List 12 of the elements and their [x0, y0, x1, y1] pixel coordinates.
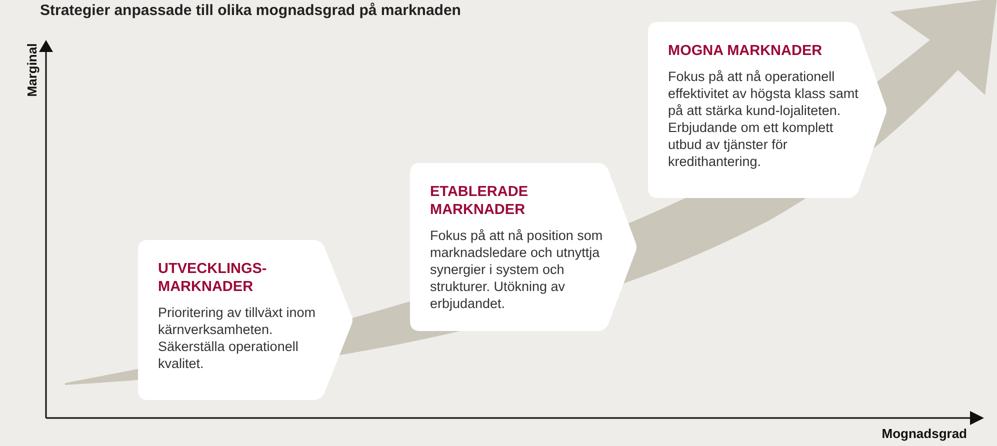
- axis-label: Mognadsgrad: [882, 426, 967, 441]
- pentagon-card: [138, 240, 354, 400]
- card-heading: UTVECKLINGS- MARKNADER: [158, 260, 268, 296]
- pentagon-card: [410, 163, 638, 331]
- axis-label: Marginal: [24, 43, 40, 97]
- card-text: Fokus på att nå position som marknadsledare och utnyttja synergier i system och strukturer. Utökning av erbjudandet.: [430, 227, 604, 312]
- card-heading: MOGNA MARKNADER: [668, 42, 824, 60]
- card-text: Prioritering av tillväxt inom kärnverksamheten. Säkerställa operationell kvalitet.: [158, 304, 317, 372]
- card-text: Fokus på att nå operationell effektivitet av högsta klass samt på att stärka kund-lojaliteten. Erbjudande om ett komplett utbud av tjänster för kredithantering.: [668, 68, 860, 170]
- card-heading: ETABLERADE MARKNADER: [430, 183, 530, 219]
- diagram-title: Strategier anpassade till olika mognadsgrad på marknaden: [40, 2, 461, 19]
- pentagon-card: [648, 22, 888, 198]
